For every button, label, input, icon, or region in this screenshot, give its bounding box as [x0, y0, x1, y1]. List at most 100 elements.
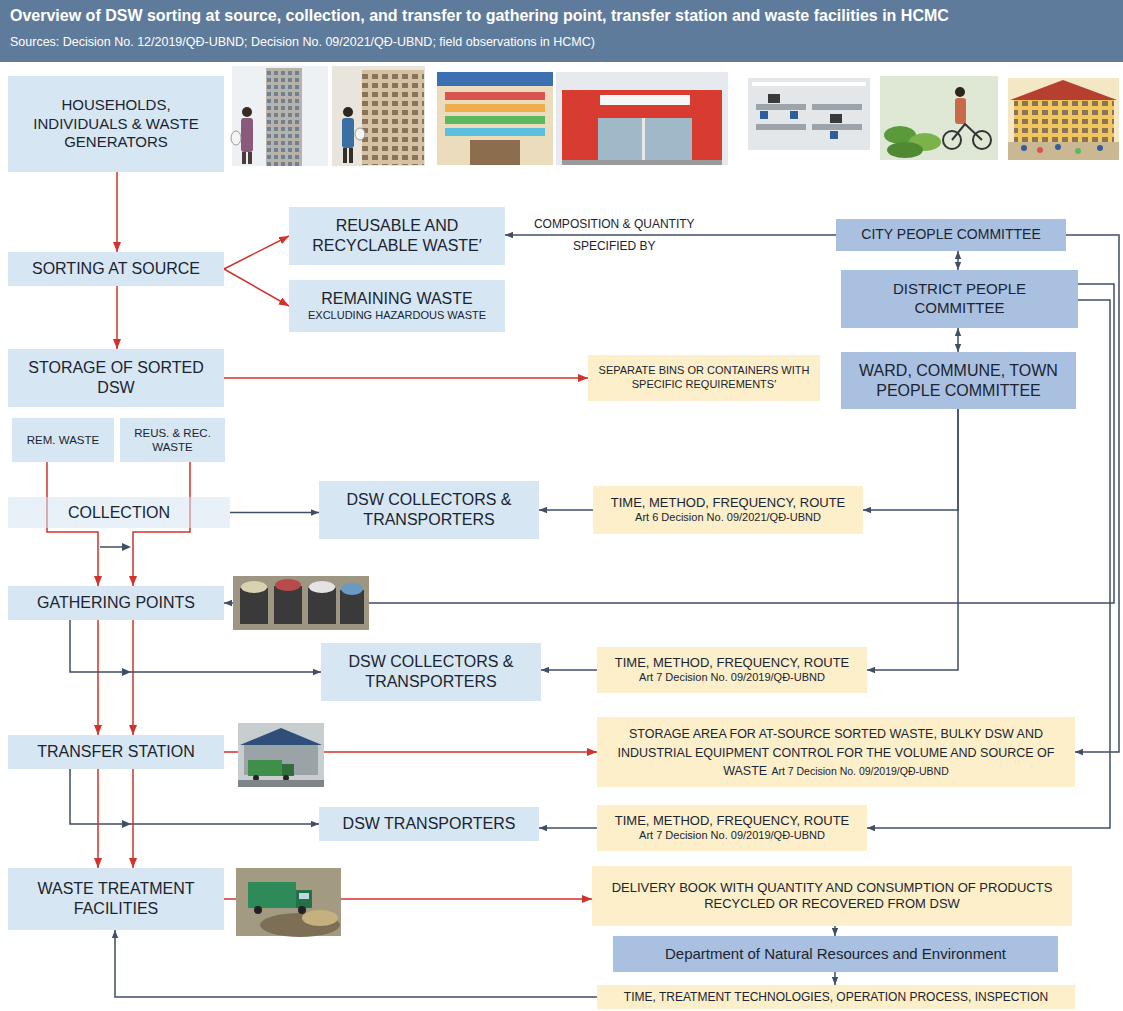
treatment-truck-photo-part	[248, 882, 296, 908]
waste-type-box: REUSABLE AND RECYCLABLE WASTE′	[289, 207, 505, 265]
requirement-box: TIME, METHOD, FREQUENCY, ROUTEArt 7 Deci…	[597, 647, 867, 693]
shophouse-photo-part	[332, 66, 425, 166]
process-box: STORAGE OF SORTED DSW	[8, 349, 224, 407]
node-text: DISTRICT PEOPLE COMMITTEE	[849, 280, 1070, 318]
node-text: REM. WASTE	[16, 433, 110, 447]
node-text: STORAGE OF SORTED DSW	[16, 358, 216, 398]
actor-box: DSW COLLECTORS & TRANSPORTERS	[321, 643, 541, 701]
node-label: SEPARATE BINS OR CONTAINERS WITH SPECIFI…	[596, 364, 812, 392]
flow-arrow-part	[122, 668, 131, 676]
supermarket-photo-part	[600, 95, 690, 105]
treatment-truck-photo-part	[299, 893, 309, 899]
gathering-bins-photo-part	[241, 581, 267, 593]
shophouse-photo-part	[362, 70, 424, 165]
treatment-truck-photo-part	[298, 906, 306, 914]
node-text: EXCLUDING HAZARDOUS WASTE	[297, 309, 497, 323]
flow-arrow-part	[100, 546, 123, 548]
node-label: WASTE TREATMENT FACILITIES	[16, 879, 216, 919]
shop-photo-part	[437, 72, 553, 165]
node-text: TRANSFER STATION	[16, 742, 216, 762]
shophouse-photo-part	[362, 70, 424, 165]
node-text: WARD, COMMUNE, TOWN PEOPLE COMMITTEE	[849, 361, 1068, 401]
gathering-bins-photo-part	[274, 586, 302, 624]
node-text: Art 7 Decision No. 09/2019/QĐ-UBND	[771, 765, 948, 777]
treatment-truck-photo	[236, 868, 341, 937]
node-label: TIME, METHOD, FREQUENCY, ROUTEArt 7 Deci…	[605, 813, 859, 843]
transfer-station-photo-part	[238, 780, 324, 787]
node-text: Department of Natural Resources and Envi…	[621, 945, 1050, 964]
node-text: REUSABLE AND RECYCLABLE WASTE′	[297, 216, 497, 256]
actor-box: DSW COLLECTORS & TRANSPORTERS	[319, 481, 539, 539]
apartment-photo-part	[232, 66, 328, 166]
node-text: TIME, METHOD, FREQUENCY, ROUTE	[605, 813, 859, 829]
connector	[97, 620, 99, 735]
school-photo-part	[1037, 147, 1043, 153]
node-text: Art 7 Decision No. 09/2019/QĐ-UBND	[605, 829, 859, 843]
node-text: DSW COLLECTORS & TRANSPORTERS	[329, 652, 533, 692]
node-text: GATHERING POINTS	[16, 593, 216, 613]
office-photo-part	[830, 114, 842, 123]
waste-stream-box: REUS. & REC. WASTE	[120, 418, 225, 462]
process-box: SORTING AT SOURCE	[8, 252, 224, 286]
transfer-station-photo-part	[240, 728, 322, 745]
shop-photo	[437, 72, 553, 165]
node-label: TIME, METHOD, FREQUENCY, ROUTEArt 6 Deci…	[601, 495, 855, 525]
shop-photo-part	[445, 104, 545, 112]
gathering-bins-photo-part	[308, 588, 336, 624]
shophouse-photo-part	[343, 148, 347, 163]
shophouse-photo-part	[343, 107, 353, 117]
node-text: DSW TRANSPORTERS	[327, 814, 531, 834]
waste-type-box: REMAINING WASTEEXCLUDING HAZARDOUS WASTE	[289, 280, 505, 332]
requirement-box: TIME, TREATMENT TECHNOLOGIES, OPERATION …	[597, 985, 1075, 1009]
treatment-truck-photo-part	[302, 910, 338, 926]
office-photo-part	[756, 104, 806, 110]
gathering-bins-photo-part	[233, 576, 369, 630]
connector	[224, 269, 289, 306]
shop-photo-part	[437, 72, 553, 86]
process-box: TRANSFER STATION	[8, 735, 224, 769]
flow-arrow-part	[122, 820, 131, 828]
node-text: TIME, METHOD, FREQUENCY, ROUTE	[601, 495, 855, 511]
market-photo-part	[887, 142, 923, 158]
gathering-bins-photo	[233, 576, 369, 630]
connector	[132, 769, 134, 868]
committee-box: WARD, COMMUNE, TOWN PEOPLE COMMITTEE	[841, 352, 1076, 409]
apartment-photo-part	[241, 118, 253, 152]
treatment-truck-photo-part	[236, 868, 341, 936]
connector	[116, 286, 118, 349]
node-label: DELIVERY BOOK WITH QUANTITY AND CONSUMPT…	[600, 880, 1064, 913]
connector	[539, 509, 593, 511]
apartment-photo-part	[248, 152, 252, 164]
shophouse-photo-part	[355, 128, 365, 140]
connector	[539, 827, 597, 829]
node-label: TRANSFER STATION	[16, 742, 216, 762]
market-photo-part	[955, 98, 966, 124]
connector	[834, 972, 836, 985]
connector	[230, 512, 319, 514]
connector	[116, 172, 118, 252]
requirement-box: TIME, METHOD, FREQUENCY, ROUTEArt 6 Deci…	[593, 486, 863, 534]
gathering-bins-photo-part	[341, 583, 363, 595]
school-photo-part	[1014, 100, 1114, 142]
node-text: TIME, METHOD, FREQUENCY, ROUTE	[605, 655, 859, 671]
school-photo-part	[1055, 144, 1061, 150]
node-label: REUSABLE AND RECYCLABLE WASTE′	[297, 216, 497, 256]
transfer-station-photo	[238, 723, 324, 787]
requirement-box: SEPARATE BINS OR CONTAINERS WITH SPECIFI…	[588, 355, 820, 401]
process-band: COLLECTION	[8, 497, 230, 528]
shop-photo-part	[445, 128, 545, 136]
office-photo-part	[812, 124, 862, 130]
market-photo-part	[880, 76, 998, 160]
actor-box: DSW TRANSPORTERS	[319, 807, 539, 841]
connector	[505, 234, 836, 236]
school-photo-part	[1010, 80, 1117, 100]
apartment-photo-part	[242, 152, 246, 164]
connector	[834, 926, 836, 936]
treatment-truck-photo-part	[296, 890, 312, 908]
transfer-station-photo-part	[244, 745, 318, 775]
node-label: CITY PEOPLE COMMITTEE	[844, 226, 1058, 244]
apartment-photo-part	[266, 68, 302, 166]
node-label: WARD, COMMUNE, TOWN PEOPLE COMMITTEE	[849, 361, 1068, 401]
